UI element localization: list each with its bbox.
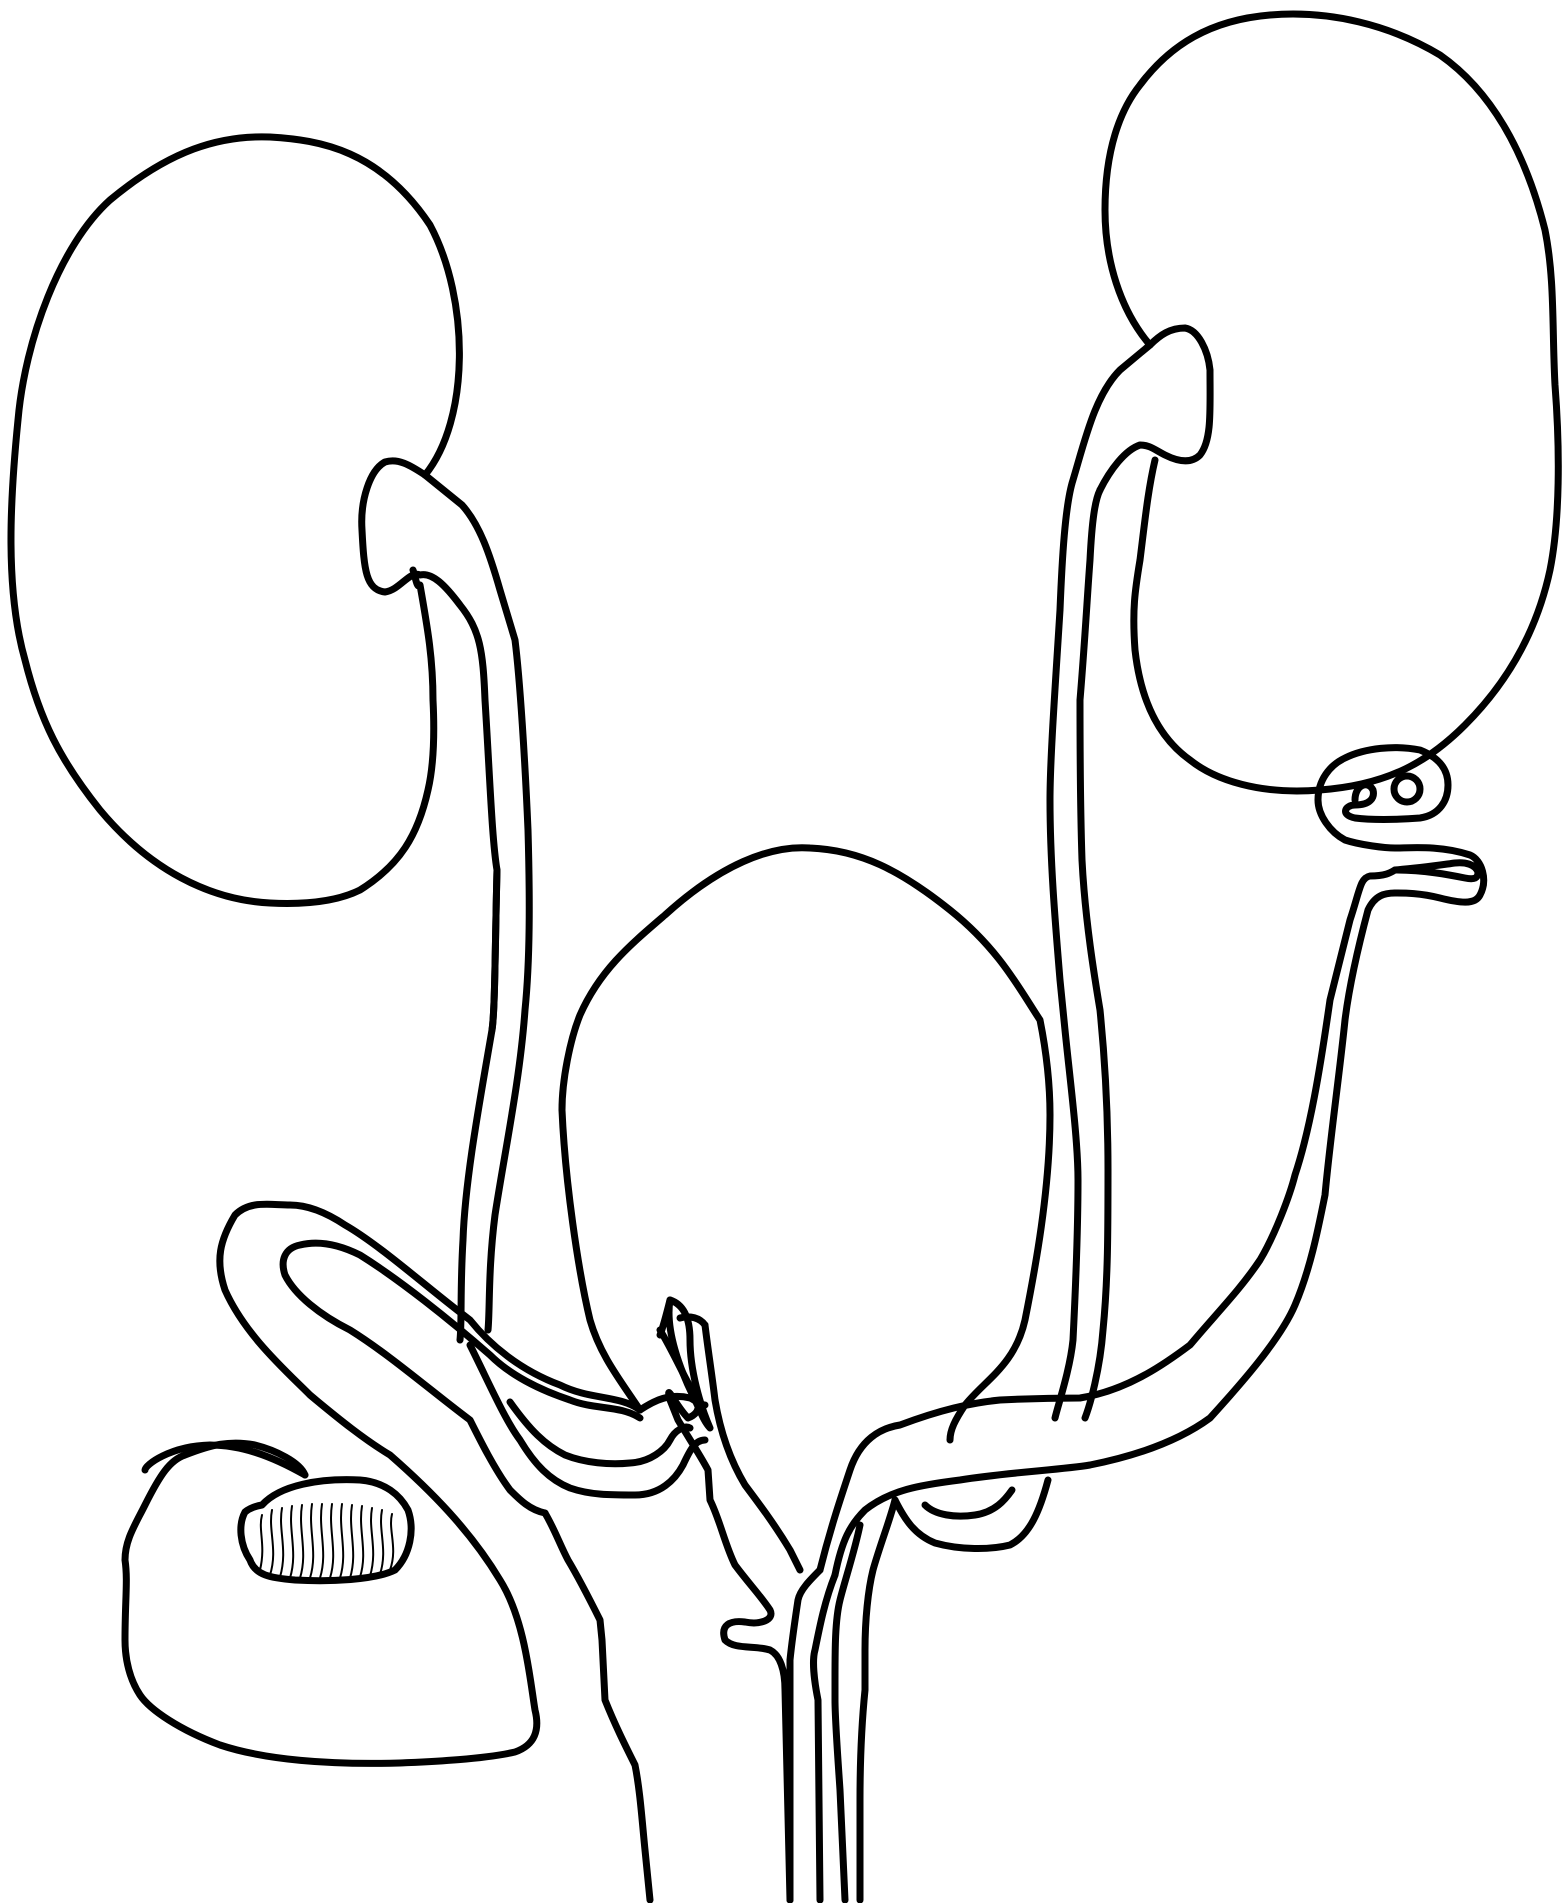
right-vas-deferens	[816, 866, 1399, 1574]
testis	[141, 1441, 309, 1479]
right-seminal-vesicle	[891, 1476, 1052, 1553]
left-ureter	[421, 471, 533, 1334]
left-vas-deferens-inner	[279, 1239, 644, 1517]
right-epididymis-coil	[1314, 744, 1488, 906]
left-ureter-inner	[456, 866, 501, 1344]
left-kidney	[7, 133, 463, 907]
urethra-left-outer	[541, 1509, 654, 1903]
left-vas-deferens	[121, 1200, 644, 1767]
seminiferous-tubules	[259, 1503, 395, 1579]
urethra-left	[656, 1326, 794, 1903]
penile-shaft-right-3	[856, 1496, 899, 1903]
penile-shaft-right-2	[831, 1521, 864, 1903]
right-vas-deferens-inner	[831, 889, 1399, 1579]
ejaculatory-duct-top	[656, 1296, 709, 1339]
prostatic-duct	[665, 1296, 714, 1432]
right-seminal-vesicle-inner	[921, 1486, 1016, 1520]
right-epididymis	[1391, 859, 1482, 883]
epididymis	[237, 1476, 415, 1585]
right-kidney	[1101, 10, 1562, 795]
right-renal-pelvis	[1096, 324, 1214, 494]
left-seminal-vesicle-inner	[506, 1398, 694, 1468]
right-ureter-inner	[1076, 486, 1112, 1422]
urinary-bladder	[558, 844, 1054, 1444]
urethra-right	[786, 1566, 824, 1903]
penile-shaft-right-1	[810, 1571, 839, 1903]
ejaculatory-duct	[701, 1321, 804, 1574]
left-seminal-vesicle	[466, 1341, 709, 1499]
left-renal-pelvis	[358, 457, 501, 1034]
right-ureter	[1046, 341, 1154, 1422]
right-testis-remnant	[1390, 772, 1424, 806]
